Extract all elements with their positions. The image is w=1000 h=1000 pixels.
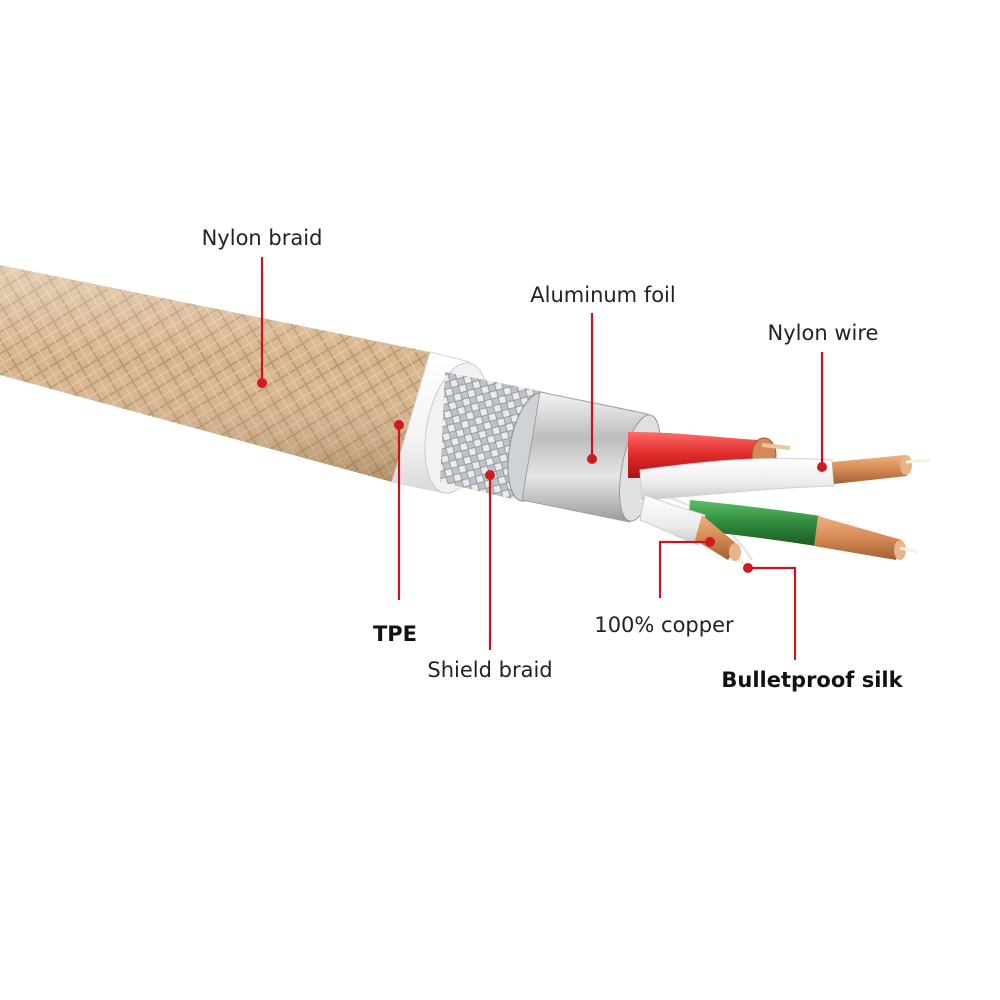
copper-dot bbox=[705, 537, 715, 547]
label-tpe: TPE bbox=[373, 622, 417, 646]
leader-dots bbox=[257, 378, 827, 573]
cable-illustration bbox=[0, 265, 931, 567]
label-aluminum-foil: Aluminum foil bbox=[530, 283, 675, 307]
leader-lines bbox=[260, 257, 824, 660]
shield-braid-dot bbox=[485, 470, 495, 480]
label-nylon-wire: Nylon wire bbox=[768, 321, 879, 345]
nylon-braid-dot bbox=[257, 378, 267, 388]
bulletproof-silk-leader bbox=[748, 566, 797, 660]
aluminum-foil-dot bbox=[587, 454, 597, 464]
label-copper: 100% copper bbox=[594, 613, 734, 637]
bulletproof-silk-dot bbox=[743, 563, 753, 573]
aluminum-foil-layer bbox=[521, 391, 649, 523]
nylon-wire-dot bbox=[817, 462, 827, 472]
tpe-dot bbox=[394, 420, 404, 430]
white-wire-upper bbox=[639, 457, 835, 501]
green-wire bbox=[688, 500, 820, 546]
copper-leader bbox=[658, 540, 710, 598]
label-bulletproof-silk: Bulletproof silk bbox=[721, 668, 903, 692]
labels: Nylon braid Aluminum foil Nylon wire TPE… bbox=[202, 226, 904, 692]
label-shield-braid: Shield braid bbox=[427, 658, 552, 682]
label-nylon-braid: Nylon braid bbox=[202, 226, 323, 250]
white-wire-lower bbox=[639, 494, 706, 546]
